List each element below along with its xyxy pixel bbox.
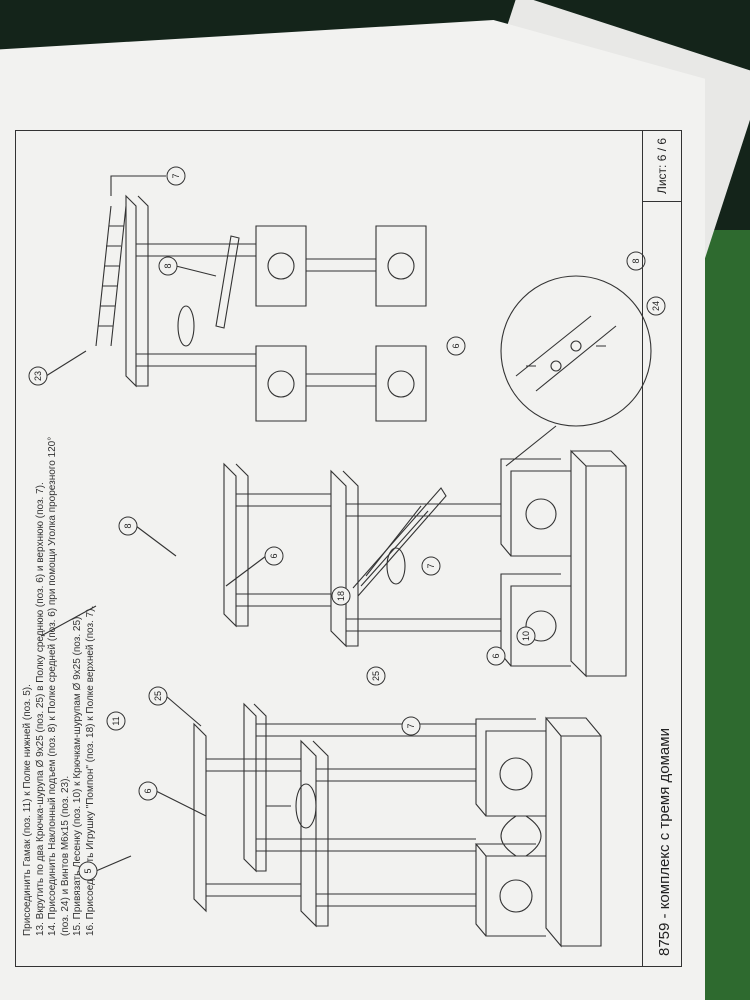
callout-24: 24: [646, 296, 666, 316]
svg-text:8: 8: [123, 523, 133, 528]
drawing-step-3: [95, 175, 427, 422]
paper-sheet: [0, 20, 705, 1000]
svg-text:5: 5: [83, 868, 93, 873]
drawing-frame: Присоединить Гамак (поз. 11) к Полке ниж…: [15, 130, 682, 967]
svg-text:7: 7: [171, 173, 181, 178]
svg-text:25: 25: [371, 671, 381, 681]
callout-6: 6: [446, 336, 466, 356]
svg-text:6: 6: [269, 553, 279, 558]
svg-text:7: 7: [406, 723, 416, 728]
drawings-svg: 5 6 25 25 11 7 6 18 7 8 6 10 8 7 23 6 24: [28, 166, 666, 948]
callout-7: 7: [421, 556, 441, 576]
detail-magnifier: [500, 275, 652, 467]
document-title: 8759 - комплекс с тремя домами: [656, 728, 673, 956]
callout-8: 8: [158, 256, 178, 276]
drawing-step-1: [193, 702, 602, 948]
callout-6: 6: [138, 781, 158, 801]
callouts: 5 6 25 25 11 7 6 18 7 8 6 10 8 7 23 6 24: [28, 166, 666, 881]
svg-text:6: 6: [451, 343, 461, 348]
callout-10: 10: [516, 626, 536, 646]
svg-text:25: 25: [153, 691, 163, 701]
svg-text:6: 6: [491, 653, 501, 658]
callout-25: 25: [148, 686, 168, 706]
callout-6: 6: [264, 546, 284, 566]
svg-text:23: 23: [33, 371, 43, 381]
callout-5: 5: [78, 861, 98, 881]
sheet-number: Лист: 6 / 6: [643, 131, 681, 202]
title-block: 8759 - комплекс с тремя домами Лист: 6 /…: [642, 131, 681, 966]
svg-text:10: 10: [521, 631, 531, 641]
drawing-step-2: [223, 449, 627, 678]
callout-7: 7: [401, 716, 421, 736]
assembly-drawings: 5 6 25 25 11 7 6 18 7 8 6 10 8 7 23 6 24: [16, 131, 681, 966]
svg-text:8: 8: [163, 263, 173, 268]
svg-text:24: 24: [651, 301, 661, 311]
callout-11: 11: [106, 711, 126, 731]
rotated-page: Присоединить Гамак (поз. 11) к Полке ниж…: [16, 131, 681, 966]
callout-8: 8: [626, 251, 646, 271]
svg-text:11: 11: [111, 716, 121, 725]
svg-text:18: 18: [336, 591, 346, 601]
callout-8: 8: [118, 516, 138, 536]
svg-text:8: 8: [631, 258, 641, 263]
callout-23: 23: [28, 366, 48, 386]
svg-text:7: 7: [426, 563, 436, 568]
callout-25: 25: [366, 666, 386, 686]
callout-18: 18: [331, 586, 351, 606]
svg-text:6: 6: [143, 788, 153, 793]
callout-7: 7: [166, 166, 186, 186]
callout-6: 6: [486, 646, 506, 666]
